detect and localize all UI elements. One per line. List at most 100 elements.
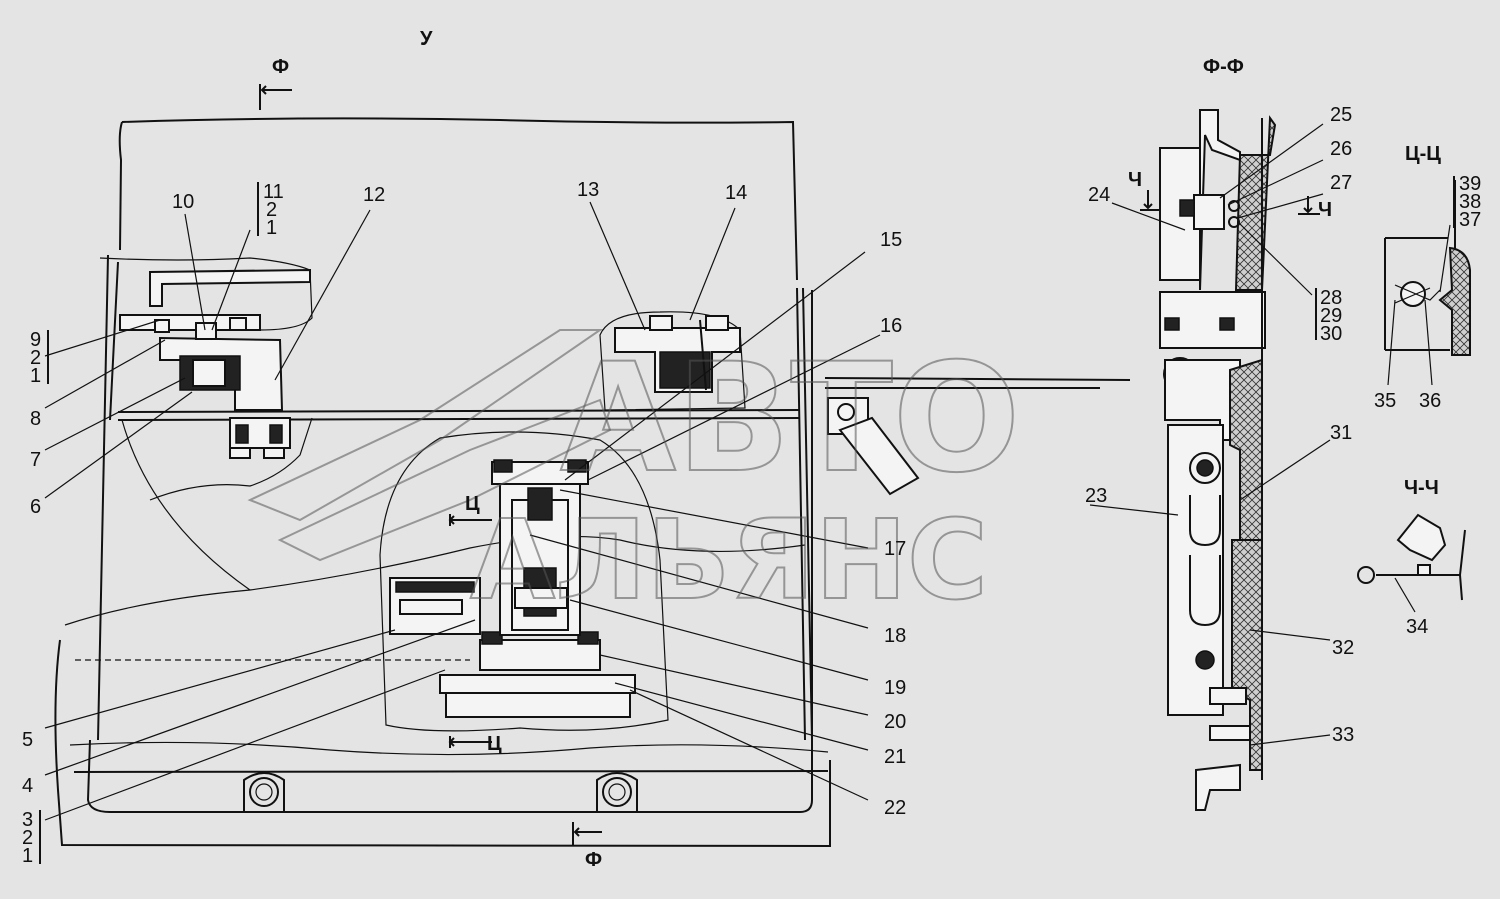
mount-tab-left — [243, 772, 285, 812]
nut-14b — [705, 315, 729, 331]
latch-bracket — [1159, 291, 1266, 349]
top-flange-15 — [491, 461, 589, 485]
label-25: 25 — [1330, 104, 1352, 126]
group-11-2-1-c: 1 — [266, 217, 277, 239]
mount-hole-left-inner — [255, 783, 273, 801]
cutaway-center — [379, 431, 669, 732]
label-6: 6 — [30, 496, 41, 518]
label-10: 10 — [172, 191, 194, 213]
label-15: 15 — [880, 229, 902, 251]
label-26: 26 — [1330, 138, 1352, 160]
arc-guide — [121, 419, 251, 591]
top-left-channel — [149, 268, 311, 307]
group-39-38-37-c: 37 — [1459, 209, 1481, 231]
label-18: 18 — [884, 625, 906, 647]
section-title-phi-phi: Ф-Ф — [1203, 56, 1244, 78]
label-27: 27 — [1330, 172, 1352, 194]
top-nut-left — [493, 459, 513, 473]
label-22: 22 — [884, 797, 906, 819]
section-mark-ts-lower: Ц — [487, 733, 502, 755]
bottom-frame — [1195, 763, 1241, 811]
ch-clip — [1417, 564, 1431, 576]
group-28-29-30-c: 30 — [1320, 323, 1342, 345]
mount-tab-right — [596, 772, 638, 812]
upper-shaft — [527, 487, 553, 521]
label-4: 4 — [22, 775, 33, 797]
section-mark-ch-right: Ч — [1318, 199, 1332, 221]
seal-profile-top — [1234, 115, 1277, 291]
handle-pivot-hole — [837, 403, 855, 421]
rubber-block-13 — [659, 351, 711, 389]
latch-nut-right — [1219, 317, 1235, 331]
base-plate-22 — [439, 674, 636, 694]
frame-profile-top — [1199, 109, 1241, 291]
part-labels: 10 12 13 14 15 16 8 7 6 17 18 19 20 21 2… — [22, 104, 1441, 819]
pin-19 — [514, 587, 568, 609]
label-7: 7 — [30, 449, 41, 471]
label-14: 14 — [725, 182, 747, 204]
lower-flange-20 — [479, 639, 601, 671]
label-31: 31 — [1330, 422, 1352, 444]
lock-body-26 — [1193, 194, 1225, 230]
section-mark-phi-bottom: Ф — [585, 849, 602, 871]
left-rail — [97, 254, 119, 741]
ts-spring-36 — [1400, 281, 1426, 307]
bushing-6 — [192, 359, 226, 387]
label-17: 17 — [884, 538, 906, 560]
lower-left-nut-1 — [229, 447, 251, 459]
bracket-24 — [1159, 147, 1201, 281]
group-9-2-1-a: 9 — [30, 329, 41, 351]
lower-nut-right — [577, 631, 599, 645]
rivet-upper — [1228, 200, 1240, 212]
label-35: 35 — [1374, 390, 1396, 412]
ch-plate — [1376, 529, 1466, 601]
group-39-38-37: 39 38 37 — [1459, 173, 1481, 231]
base-support — [445, 692, 631, 718]
group-39-38-37-b: 38 — [1459, 191, 1481, 213]
ch-bracket — [1396, 513, 1447, 562]
label-36: 36 — [1419, 390, 1441, 412]
group-28-29-30-b: 29 — [1320, 305, 1342, 327]
group-3-2-1-a: 3 — [22, 809, 33, 831]
mount-hole-right — [602, 777, 632, 807]
ts-wire-35 — [1394, 284, 1441, 304]
group-11-2-1: 11 2 1 — [263, 181, 284, 239]
seal-profile-middle — [1229, 358, 1263, 541]
group-9-2-1-c: 1 — [30, 365, 41, 387]
nut-9 — [154, 319, 170, 333]
latch-nut-left — [1164, 317, 1180, 331]
section-phi-phi — [1159, 109, 1277, 811]
group-28-29-30: 28 29 30 — [1320, 287, 1342, 345]
roller-lower — [1195, 650, 1215, 670]
section-arrows — [259, 84, 1320, 845]
arc-guide-2 — [149, 417, 313, 501]
stay-rod-14 — [699, 319, 707, 391]
bolt-10 — [195, 322, 217, 340]
mount-hole-left — [249, 777, 279, 807]
label-19: 19 — [884, 677, 906, 699]
watermark-line1: АВТО — [560, 332, 1020, 506]
side-block-slot — [399, 599, 463, 615]
watermark-line2: АЛЬЯНС — [470, 496, 988, 624]
label-34: 34 — [1406, 616, 1428, 638]
screw-27 — [1179, 199, 1195, 217]
section-title-ch-ch: Ч-Ч — [1404, 477, 1439, 499]
label-33: 33 — [1332, 724, 1354, 746]
rivet-lower — [1228, 216, 1240, 228]
group-3-2-1-b: 2 — [22, 827, 33, 849]
roller-middle-hub — [1196, 459, 1214, 477]
upper-panel-outline — [118, 117, 798, 281]
lower-panel-inner — [86, 290, 813, 813]
lower-seal-33 — [1209, 725, 1251, 741]
section-ch-ch — [1357, 513, 1466, 601]
label-13: 13 — [577, 179, 599, 201]
break-line-1 — [64, 535, 806, 626]
group-11-2-1-a: 11 — [263, 181, 284, 203]
break-line-2 — [69, 741, 829, 756]
group-28-29-30-a: 28 — [1320, 287, 1342, 309]
view-title-y: У — [420, 28, 433, 50]
slot-lower — [1189, 555, 1221, 627]
group-3-2-1: 3 2 1 — [22, 809, 33, 867]
